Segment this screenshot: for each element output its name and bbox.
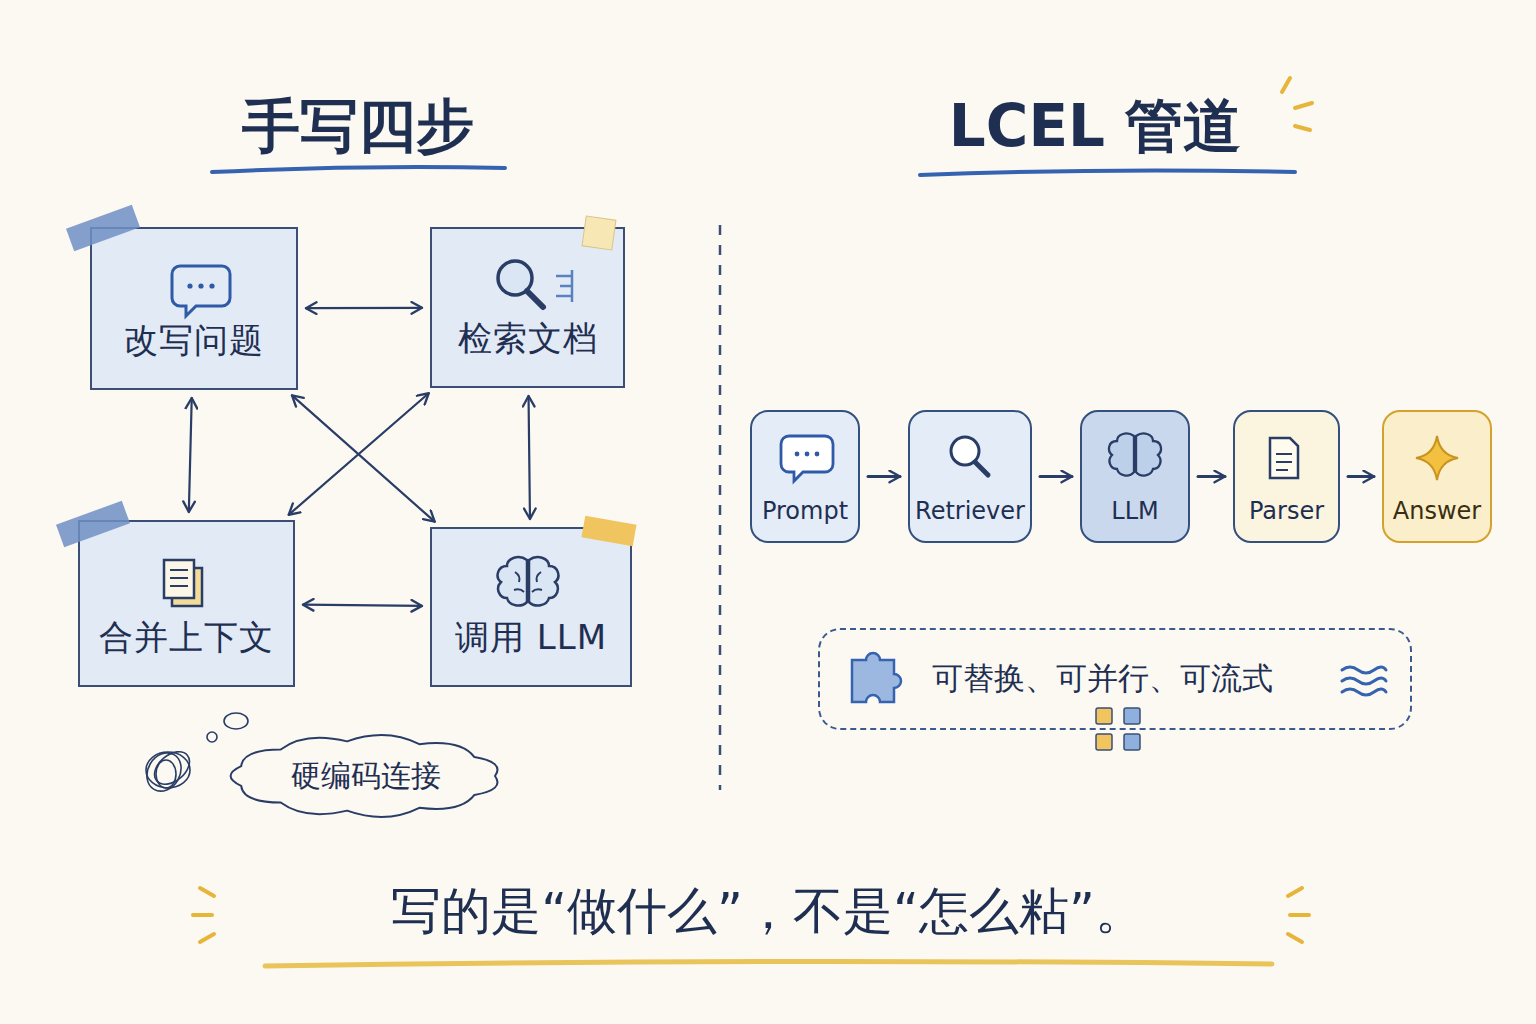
connector-arrow: [303, 605, 422, 606]
title-underline: [920, 171, 1295, 175]
section-heading: LCEL 管道: [949, 88, 1241, 166]
node-label: 可替换、可并行、可流式: [932, 658, 1273, 700]
node-label: Parser: [1249, 497, 1324, 525]
pipeline-step: Parser: [1233, 410, 1340, 543]
connector-arrow: [306, 307, 422, 310]
caption-text: 写的是“做什么”，不是“怎么粘”。: [391, 878, 1145, 945]
stream-waves: [1342, 667, 1386, 695]
tape: [66, 205, 140, 251]
sparkle-marks: [1282, 78, 1312, 130]
tape: [56, 501, 130, 547]
connector-arrow: [1348, 475, 1374, 478]
node-label: 改写问题: [124, 318, 264, 364]
grid-squares: [1096, 708, 1140, 750]
connector-arrow: [1198, 475, 1225, 478]
document-icon: [1270, 438, 1298, 478]
tape: [582, 216, 616, 250]
pipeline-step: LLM: [1080, 410, 1190, 543]
thought-cloud: 硬编码连接: [228, 733, 503, 819]
connector-arrow: [189, 398, 192, 512]
pipeline-step: Prompt: [750, 410, 860, 543]
tape: [581, 516, 636, 547]
process-box: 改写问题: [90, 227, 298, 390]
pipeline-step: Retriever: [908, 410, 1032, 543]
connector-arrow: [292, 395, 435, 521]
process-box: 合并上下文: [78, 520, 295, 687]
search-icon: [951, 437, 988, 475]
title-underline: [212, 167, 505, 172]
node-label: Retriever: [915, 497, 1025, 525]
brain-icon: [1109, 434, 1161, 476]
node-label: 合并上下文: [99, 615, 274, 661]
chat-icon: [781, 436, 833, 481]
chat-icon: [172, 266, 230, 316]
process-box: 调用 LLM: [430, 527, 632, 687]
caption-underline: [265, 961, 1272, 966]
puzzle-icon: [852, 653, 901, 702]
document-icon: [164, 560, 202, 606]
connector-arrow: [529, 396, 530, 519]
tangle-scribble: [140, 713, 248, 797]
star-icon: [1416, 436, 1458, 480]
node-label: LLM: [1111, 497, 1158, 525]
node-label: 硬编码连接: [291, 756, 441, 797]
node-label: Answer: [1393, 497, 1481, 525]
brain-icon: [498, 557, 559, 605]
node-label: 调用 LLM: [455, 615, 607, 661]
feature-box: 可替换、可并行、可流式: [818, 628, 1412, 730]
search-icon: [498, 261, 572, 307]
section-heading: 手写四步: [242, 88, 474, 166]
divider-line: [719, 225, 722, 790]
node-label: Prompt: [762, 497, 848, 525]
process-box: 检索文档: [430, 227, 625, 388]
connector-arrow: [868, 475, 900, 478]
connector-arrow: [289, 393, 429, 515]
pipeline-step: Answer: [1382, 410, 1492, 543]
cloud-shape: [231, 735, 498, 817]
connector-arrow: [1040, 475, 1072, 478]
node-label: 检索文档: [458, 316, 598, 362]
